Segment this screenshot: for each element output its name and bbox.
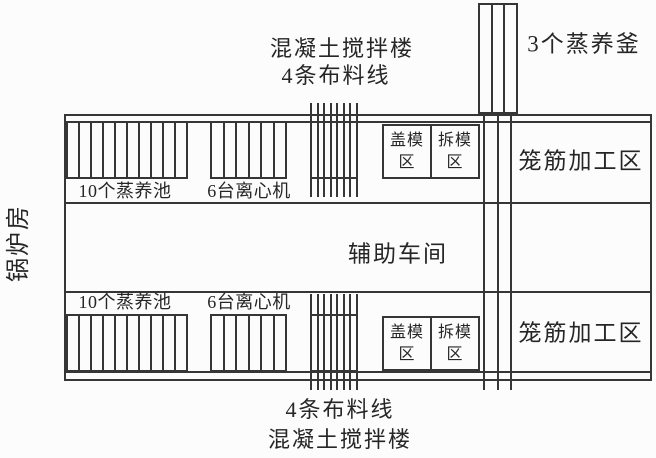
centrifuges-box-bottom (210, 314, 287, 372)
cover-mold-area-bottom: 盖模 区 (382, 316, 432, 371)
steam-pools-box-top (66, 121, 188, 179)
steam-kettles-box (478, 3, 518, 114)
bottom-wall-outer-line (64, 379, 652, 381)
cover-mold-top-line1: 盖模 (389, 131, 424, 149)
distribution-lines-bottom-frame (310, 314, 358, 372)
distribution-lines-bottom-caption: 4条布料线 (285, 397, 395, 422)
cage-rebar-area-top-label: 笼筋加工区 (518, 148, 644, 174)
distribution-lines-top-frame (310, 121, 358, 179)
steam-pools-box-bottom (66, 314, 188, 372)
top-wall-outer-line (64, 114, 652, 116)
cover-mold-bottom-line2: 区 (398, 345, 416, 363)
lower-bay-top-line (64, 291, 652, 293)
upper-bay-bottom-line (64, 202, 652, 204)
centrifuges-top-label: 6台离心机 (207, 181, 291, 201)
kettle-rails (483, 112, 512, 390)
demold-area-bottom: 拆模 区 (430, 316, 480, 371)
distribution-lines-top-label: 4条布料线 (281, 63, 391, 88)
steam-kettles-label: 3个蒸养釜 (527, 31, 641, 57)
bottom-wall-inner-line (64, 371, 652, 373)
centrifuges-box-top (210, 121, 287, 179)
left-wall-line (64, 114, 66, 381)
demold-bottom-line1: 拆模 (437, 323, 472, 341)
cage-rebar-area-bottom-label: 笼筋加工区 (518, 320, 644, 346)
auxiliary-workshop-label: 辅助车间 (348, 241, 448, 267)
demold-bottom-line2: 区 (446, 345, 464, 363)
right-wall-line (650, 114, 652, 381)
cover-mold-area-top: 盖模 区 (382, 124, 432, 179)
mixing-building-bottom-caption: 混凝土搅拌楼 (267, 427, 413, 452)
demold-top-line1: 拆模 (437, 131, 472, 149)
steam-pools-top-label: 10个蒸养池 (78, 181, 172, 201)
boiler-room-label: 锅炉房 (6, 204, 32, 282)
mixing-building-top-label: 混凝土搅拌楼 (269, 36, 415, 61)
demold-area-top: 拆模 区 (430, 124, 480, 179)
cover-mold-bottom-line1: 盖模 (389, 323, 424, 341)
distribution-lines-bottom-hatch (310, 294, 358, 390)
centrifuges-bottom-label: 6台离心机 (207, 292, 291, 312)
demold-top-line2: 区 (446, 153, 464, 171)
top-wall-inner-line (64, 121, 652, 123)
cover-mold-top-line2: 区 (398, 153, 416, 171)
distribution-lines-top-hatch (310, 103, 358, 197)
steam-pools-bottom-label: 10个蒸养池 (78, 292, 172, 312)
